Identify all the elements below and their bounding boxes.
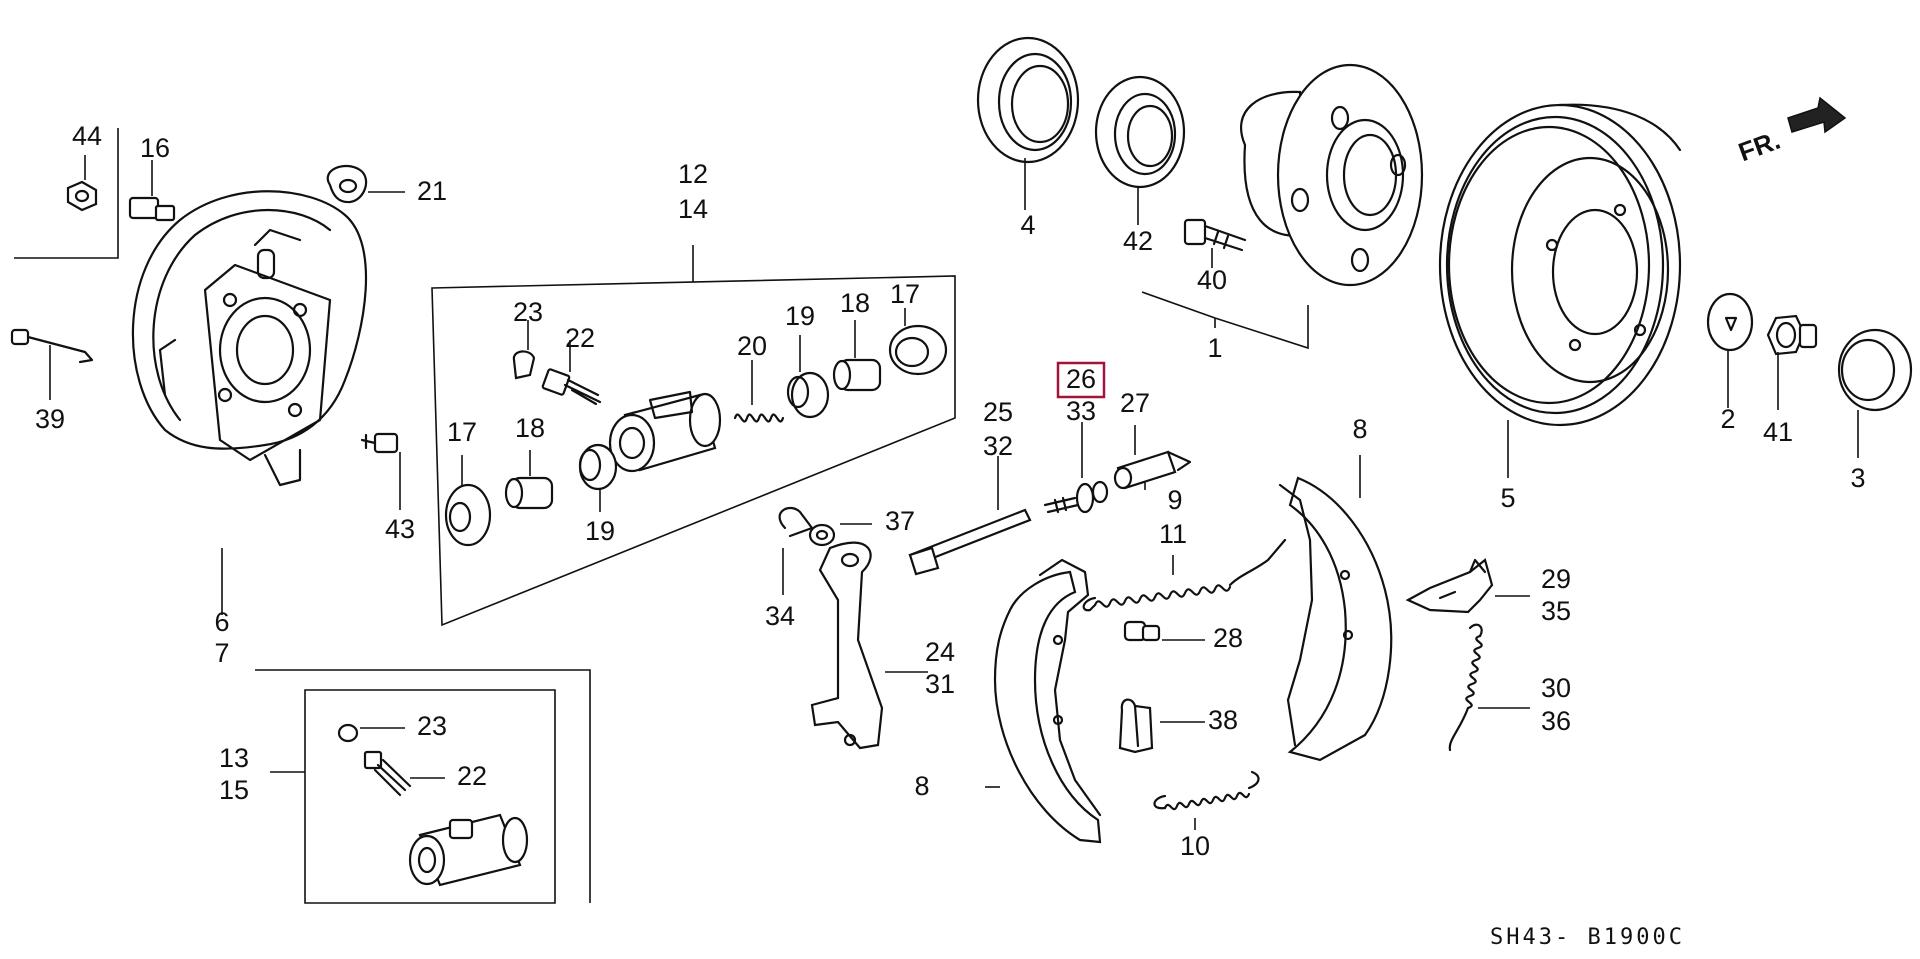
- callout-14[interactable]: 14: [678, 194, 708, 224]
- cylinder-body[interactable]: [608, 390, 722, 473]
- callout-19a[interactable]: 19: [785, 301, 815, 331]
- bolt-43[interactable]: [360, 432, 399, 454]
- callout-1[interactable]: 1: [1207, 333, 1222, 363]
- callout-16[interactable]: 16: [140, 133, 170, 163]
- callout-23b[interactable]: 23: [417, 711, 447, 741]
- callout-26[interactable]: 26: [1066, 364, 1096, 394]
- callout-30[interactable]: 30: [1541, 673, 1571, 703]
- piston-18a[interactable]: [832, 358, 882, 392]
- spring-30[interactable]: [1448, 623, 1483, 752]
- callout-12[interactable]: 12: [678, 159, 708, 189]
- boot-17a[interactable]: [888, 324, 948, 376]
- adjuster-rod-25[interactable]: [908, 508, 1032, 576]
- callout-27[interactable]: 27: [1120, 388, 1150, 418]
- adjuster-socket-27[interactable]: [1113, 450, 1192, 490]
- washer-2[interactable]: [1706, 292, 1754, 352]
- callout-15[interactable]: 15: [219, 775, 249, 805]
- callout-43[interactable]: 43: [385, 514, 415, 544]
- bolt-39[interactable]: [10, 328, 94, 364]
- callout-40[interactable]: 40: [1197, 265, 1227, 295]
- callout-18a[interactable]: 18: [840, 288, 870, 318]
- callout-28[interactable]: 28: [1213, 623, 1243, 653]
- spring-10[interactable]: [1153, 770, 1260, 811]
- seal-4[interactable]: [976, 36, 1080, 164]
- return-spring-11[interactable]: [1082, 538, 1287, 612]
- hub-bolt-40[interactable]: [1183, 218, 1247, 252]
- callout-10[interactable]: 10: [1180, 831, 1210, 861]
- callout-34[interactable]: 34: [765, 601, 795, 631]
- fr-label: FR.: [1734, 125, 1784, 168]
- callout-25[interactable]: 25: [983, 397, 1013, 427]
- callout-22b[interactable]: 22: [457, 761, 487, 791]
- callout-31[interactable]: 31: [925, 669, 955, 699]
- hub-1[interactable]: [1239, 63, 1424, 287]
- callout-8-rear[interactable]: 8: [1352, 414, 1367, 444]
- nut-41[interactable]: [1766, 314, 1818, 356]
- lower-cylinder[interactable]: [408, 813, 529, 887]
- callout-4[interactable]: 4: [1020, 210, 1035, 240]
- callout-9[interactable]: 9: [1167, 485, 1182, 515]
- callout-13[interactable]: 13: [219, 743, 249, 773]
- callout-23a[interactable]: 23: [513, 297, 543, 327]
- retainer-clip-38[interactable]: [1118, 698, 1154, 754]
- front-direction-arrow: FR.: [1734, 96, 1847, 168]
- bleeder-screw-22a[interactable]: [541, 368, 602, 406]
- cup-19b[interactable]: [578, 443, 618, 491]
- callout-38[interactable]: 38: [1208, 705, 1238, 735]
- callout-3[interactable]: 3: [1850, 463, 1865, 493]
- piston-18b[interactable]: [504, 476, 554, 510]
- clip-34[interactable]: [778, 506, 814, 538]
- callout-22a[interactable]: 22: [565, 323, 595, 353]
- callout-6[interactable]: 6: [214, 607, 229, 637]
- callout-20[interactable]: 20: [737, 331, 767, 361]
- lower-cylinder-kit-box: [255, 669, 591, 904]
- callout-35[interactable]: 35: [1541, 596, 1571, 626]
- callout-32[interactable]: 32: [983, 431, 1013, 461]
- callout-21[interactable]: 21: [417, 176, 447, 206]
- backing-plate[interactable]: [131, 190, 368, 487]
- callout-29[interactable]: 29: [1541, 564, 1571, 594]
- brake-shoe-front[interactable]: [993, 558, 1102, 844]
- cup-19a[interactable]: [786, 371, 830, 419]
- callout-18b[interactable]: 18: [515, 413, 545, 443]
- bleeder-cap-23a[interactable]: [512, 350, 536, 380]
- grease-cap-3[interactable]: [1837, 328, 1913, 412]
- callout-7[interactable]: 7: [214, 638, 229, 668]
- callout-33[interactable]: 33: [1066, 396, 1096, 426]
- bleeder-cap-23b[interactable]: [337, 723, 359, 743]
- callout-labels: 44 16 21 39 43 6 7 12 14 23 22 20 19 18 …: [35, 121, 1866, 861]
- callout-44[interactable]: 44: [72, 121, 102, 151]
- bleeder-screw-22b[interactable]: [363, 750, 412, 797]
- bolt-16[interactable]: [128, 196, 176, 222]
- callout-42[interactable]: 42: [1123, 226, 1153, 256]
- parking-brake-lever-24[interactable]: [810, 541, 884, 750]
- brake-drum-5[interactable]: [1438, 103, 1682, 427]
- boot-17b[interactable]: [444, 483, 492, 547]
- nut-44[interactable]: [66, 180, 98, 212]
- bearing-42[interactable]: [1094, 75, 1186, 189]
- grommet-21[interactable]: [326, 164, 368, 204]
- adjuster-nut-26[interactable]: [1043, 480, 1109, 514]
- lever-bracket-29[interactable]: [1405, 558, 1494, 614]
- brake-shoe-rear[interactable]: [1278, 476, 1393, 762]
- highlight-box-26: [1056, 361, 1106, 399]
- callout-41[interactable]: 41: [1763, 417, 1793, 447]
- wheel-cylinder-kit-box: [431, 245, 956, 627]
- pin-28[interactable]: [1123, 620, 1161, 642]
- washer-37[interactable]: [808, 523, 836, 547]
- callout-37[interactable]: 37: [885, 506, 915, 536]
- callout-11[interactable]: 11: [1159, 519, 1187, 549]
- callout-2[interactable]: 2: [1720, 404, 1735, 434]
- callout-8-front[interactable]: 8: [914, 771, 929, 801]
- callout-19b[interactable]: 19: [585, 516, 615, 546]
- spring-20[interactable]: [733, 413, 785, 423]
- callout-5[interactable]: 5: [1500, 483, 1515, 513]
- callout-17a[interactable]: 17: [890, 279, 920, 309]
- callout-36[interactable]: 36: [1541, 706, 1571, 736]
- reference-code: SH43- B1900C: [1490, 925, 1685, 950]
- callout-24[interactable]: 24: [925, 637, 955, 667]
- callout-17b[interactable]: 17: [447, 417, 477, 447]
- callout-39[interactable]: 39: [35, 404, 65, 434]
